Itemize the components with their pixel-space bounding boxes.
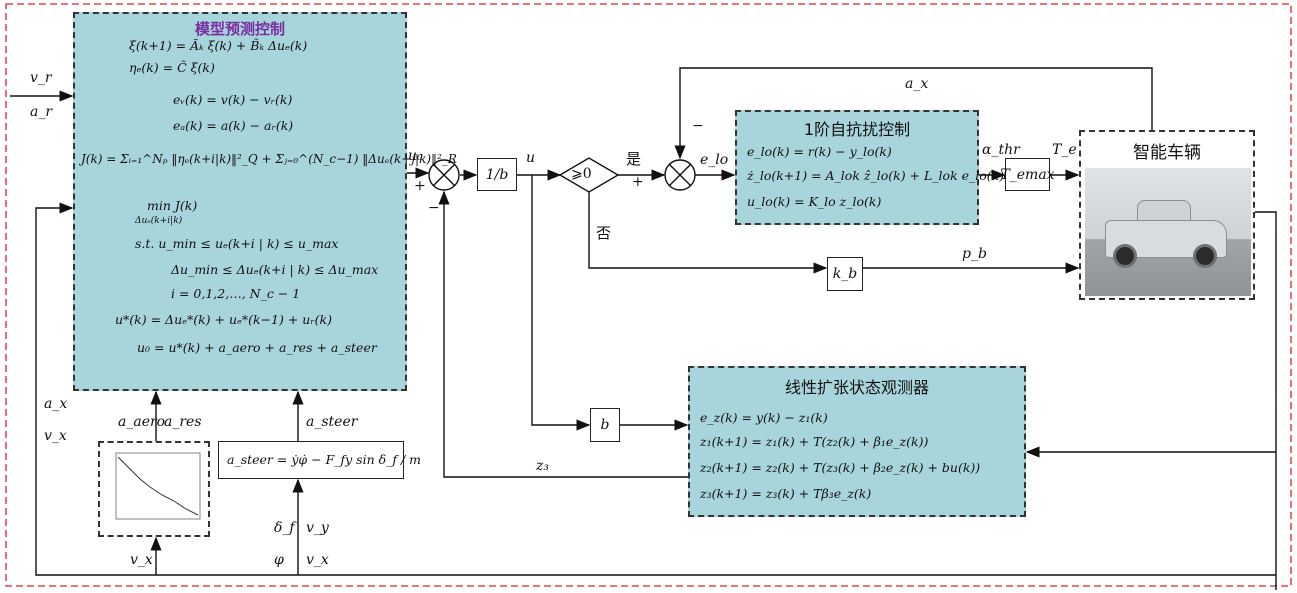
label-v-y: v_y: [306, 520, 329, 536]
label-a-x-left: a_x: [44, 396, 67, 412]
label-a-res: a_res: [164, 414, 202, 430]
steer-equation-box: a_steer = ẏφ̇ − F_fy sin δ_f / m: [218, 441, 404, 479]
steer-equation: a_steer = ẏφ̇ − F_fy sin δ_f / m: [227, 452, 421, 467]
mpc-eq-ev: eᵥ(k) = v(k) − vᵣ(k): [173, 92, 292, 107]
vehicle-block: 智能车辆: [1079, 130, 1255, 300]
sum1-plus-sign: +: [414, 178, 426, 194]
label-p-b: p_b: [962, 246, 987, 262]
diamond-label: ⩾0: [571, 166, 592, 182]
label-alpha-thr: α_thr: [982, 142, 1020, 158]
mpc-eq-min-sub: Δuₑ(k+i|k): [135, 216, 182, 226]
mpc-eq-min: min J(k): [147, 198, 197, 213]
label-a-r: a_r: [30, 104, 52, 120]
label-u: u: [526, 150, 535, 166]
mpc-title: 模型预测控制: [75, 18, 405, 39]
b-block: b: [590, 408, 620, 442]
label-a-steer: a_steer: [306, 414, 357, 430]
truck-wheel-front: [1113, 244, 1137, 268]
kb-block: k_b: [827, 257, 863, 291]
eso-eq-z3: z₃(k+1) = z₃(k) + Tβ₃e_z(k): [700, 486, 871, 501]
sum2-minus-sign: −: [692, 118, 704, 134]
label-v-r: v_r: [30, 70, 52, 86]
adrc-eq-state: ż_lo(k+1) = A_lok ẑ_lo(k) + L_lok e_lo(k…: [747, 168, 1004, 183]
label-a-aero: a_aero: [118, 414, 165, 430]
vehicle-photo: [1085, 168, 1251, 296]
eso-eq-ez: e_z(k) = y(k) − z₁(k): [700, 410, 828, 425]
label-delta-f: δ_f: [274, 520, 295, 536]
mpc-eq-st: s.t. u_min ≤ uₑ(k+i | k) ≤ u_max: [135, 236, 338, 251]
mpc-eq-i: i = 0,1,2,…, N_c − 1: [171, 286, 300, 301]
adrc-eq-control: u_lo(k) = K_lo z_lo(k): [747, 194, 881, 209]
label-v-x-bottom2: v_x: [306, 552, 329, 568]
eso-title: 线性扩张状态观测器: [690, 374, 1024, 398]
adrc-block: 1阶自抗扰控制 e_lo(k) = r(k) − y_lo(k) ż_lo(k+…: [735, 110, 979, 225]
sum1-minus-sign: −: [428, 200, 440, 216]
label-u0: u₀: [408, 148, 423, 164]
mpc-eq-ustar: u*(k) = Δuₑ*(k) + uₑ*(k−1) + uᵣ(k): [115, 312, 332, 327]
label-v-x-bottom: v_x: [130, 552, 153, 568]
adrc-title: 1阶自抗扰控制: [737, 116, 977, 140]
mpc-eq-output: ηₑ(k) = C̃ ξ(k): [129, 60, 215, 75]
eso-block: 线性扩张状态观测器 e_z(k) = y(k) − z₁(k) z₁(k+1) …: [688, 366, 1026, 517]
mpc-eq-du: Δu_min ≤ Δuₑ(k+i | k) ≤ Δu_max: [171, 262, 378, 277]
mpc-eq-cost: J(k) = Σᵢ₌₁^Nₚ ‖ηₑ(k+i|k)‖²_Q + Σⱼ₌₀^(N_…: [81, 152, 457, 166]
label-z3: z₃: [536, 458, 549, 474]
eso-eq-z2: z₂(k+1) = z₂(k) + T(z₃(k) + β₂e_z(k) + b…: [700, 460, 980, 475]
adrc-eq-error: e_lo(k) = r(k) − y_lo(k): [747, 144, 892, 159]
vehicle-title: 智能车辆: [1081, 138, 1253, 163]
label-a-x-top: a_x: [905, 76, 928, 92]
inverse-b-block: 1/b: [477, 158, 517, 191]
label-t-e: T_e: [1052, 142, 1077, 158]
mpc-block: 模型预测控制 ξ(k+1) = Ãₖ ξ(k) + B̃ₖ Δuₑ(k) ηₑ(…: [73, 12, 407, 391]
eso-eq-z1: z₁(k+1) = z₁(k) + T(z₂(k) + β₁e_z(k)): [700, 434, 928, 449]
mpc-eq-u0: u₀ = u*(k) + a_aero + a_res + a_steer: [137, 340, 377, 355]
label-e-lo: e_lo: [700, 152, 728, 168]
resistance-curve-box: [98, 441, 210, 537]
sum2-plus-sign: +: [632, 174, 644, 190]
label-v-x-left: v_x: [44, 428, 67, 444]
mpc-eq-ea: eₐ(k) = a(k) − aᵣ(k): [173, 118, 293, 133]
label-yes: 是: [626, 148, 641, 169]
temax-block: T_emax: [1005, 158, 1050, 191]
label-no: 否: [596, 222, 611, 243]
truck-wheel-rear: [1193, 244, 1217, 268]
resistance-curve-plot: [100, 443, 208, 535]
label-phi: φ: [274, 552, 284, 568]
mpc-eq-state: ξ(k+1) = Ãₖ ξ(k) + B̃ₖ Δuₑ(k): [129, 38, 307, 53]
